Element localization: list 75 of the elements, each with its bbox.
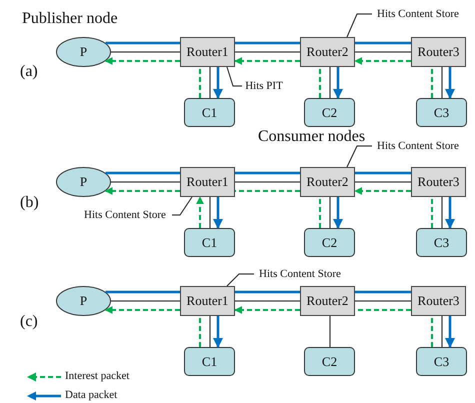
consumer-box: C1 bbox=[184, 347, 235, 376]
dashed-arrow bbox=[196, 196, 204, 228]
dashed-line bbox=[235, 190, 300, 192]
publisher-ellipse: P bbox=[56, 167, 111, 197]
leader-line bbox=[172, 196, 192, 216]
consumer-box: C2 bbox=[304, 228, 355, 257]
arrow bbox=[213, 316, 223, 348]
dashed-arrow bbox=[234, 57, 300, 65]
link-line bbox=[235, 172, 300, 174]
consumer-box: C1 bbox=[184, 228, 235, 257]
annotation-text: Hits Content Store bbox=[372, 139, 464, 153]
router-box: Router3 bbox=[411, 37, 466, 67]
arrow bbox=[445, 197, 455, 229]
consumer-box: C3 bbox=[416, 347, 467, 376]
dashed-line bbox=[319, 67, 321, 98]
link-line bbox=[355, 172, 411, 174]
leader-line bbox=[226, 274, 254, 286]
router-box: Router2 bbox=[300, 37, 355, 67]
heading: Consumer nodes bbox=[258, 128, 366, 146]
dashed-arrow bbox=[104, 57, 180, 65]
dashed-line bbox=[355, 309, 411, 311]
consumer-box: C3 bbox=[416, 228, 467, 257]
panel-label: (c) bbox=[20, 313, 38, 331]
dashed-line bbox=[431, 197, 433, 228]
legend-label: Interest packet bbox=[65, 370, 130, 382]
consumer-box: C2 bbox=[304, 98, 355, 127]
router-box: Router1 bbox=[180, 286, 235, 316]
link-line bbox=[106, 42, 180, 44]
legend-label: Data packet bbox=[65, 389, 118, 401]
annotation-text: Hits Content Store bbox=[372, 7, 464, 21]
dashed-line bbox=[431, 316, 433, 347]
arrow bbox=[333, 197, 343, 229]
arrow bbox=[445, 316, 455, 348]
leader-line bbox=[226, 66, 242, 86]
annotation-text: Hits Content Store bbox=[78, 208, 172, 222]
consumer-box: C1 bbox=[184, 98, 235, 127]
leader-line bbox=[346, 14, 372, 38]
link-line bbox=[354, 300, 412, 302]
dashed-line bbox=[199, 316, 201, 347]
dashed-arrow bbox=[104, 187, 180, 195]
publisher-ellipse: P bbox=[56, 37, 111, 67]
link-line bbox=[355, 42, 411, 44]
publisher-ellipse: P bbox=[56, 286, 111, 316]
arrow bbox=[213, 67, 223, 99]
dashed-line bbox=[319, 197, 321, 228]
link-line bbox=[234, 300, 300, 302]
link-line bbox=[110, 300, 180, 302]
link-line bbox=[106, 290, 180, 294]
leader-line bbox=[346, 146, 372, 168]
annotation-text: Hits PIT bbox=[242, 79, 286, 93]
router-box: Router1 bbox=[180, 167, 235, 197]
router-box: Router2 bbox=[300, 167, 355, 197]
dashed-arrow bbox=[354, 187, 411, 195]
arrow bbox=[333, 67, 343, 99]
consumer-box: C3 bbox=[416, 98, 467, 127]
link-line bbox=[235, 290, 300, 294]
dashed-line bbox=[199, 67, 201, 98]
arrow bbox=[213, 197, 223, 229]
dashed-arrow bbox=[234, 306, 300, 314]
router-box: Router2 bbox=[300, 286, 355, 316]
router-box: Router3 bbox=[411, 167, 466, 197]
annotation-text: Hits Content Store bbox=[254, 267, 346, 281]
arrow bbox=[445, 67, 455, 99]
consumer-box: C2 bbox=[304, 347, 355, 376]
router-box: Router1 bbox=[180, 37, 235, 67]
router-box: Router3 bbox=[411, 286, 466, 316]
panel-label: (a) bbox=[20, 63, 38, 81]
node-caption: Publisher node bbox=[22, 10, 118, 28]
dashed-arrow bbox=[104, 306, 180, 314]
panel-label: (b) bbox=[20, 194, 39, 212]
dashed-arrow bbox=[354, 57, 411, 65]
dashed-line bbox=[431, 67, 433, 98]
link-line bbox=[106, 172, 180, 174]
link-line bbox=[235, 42, 300, 44]
link-line bbox=[355, 290, 411, 294]
